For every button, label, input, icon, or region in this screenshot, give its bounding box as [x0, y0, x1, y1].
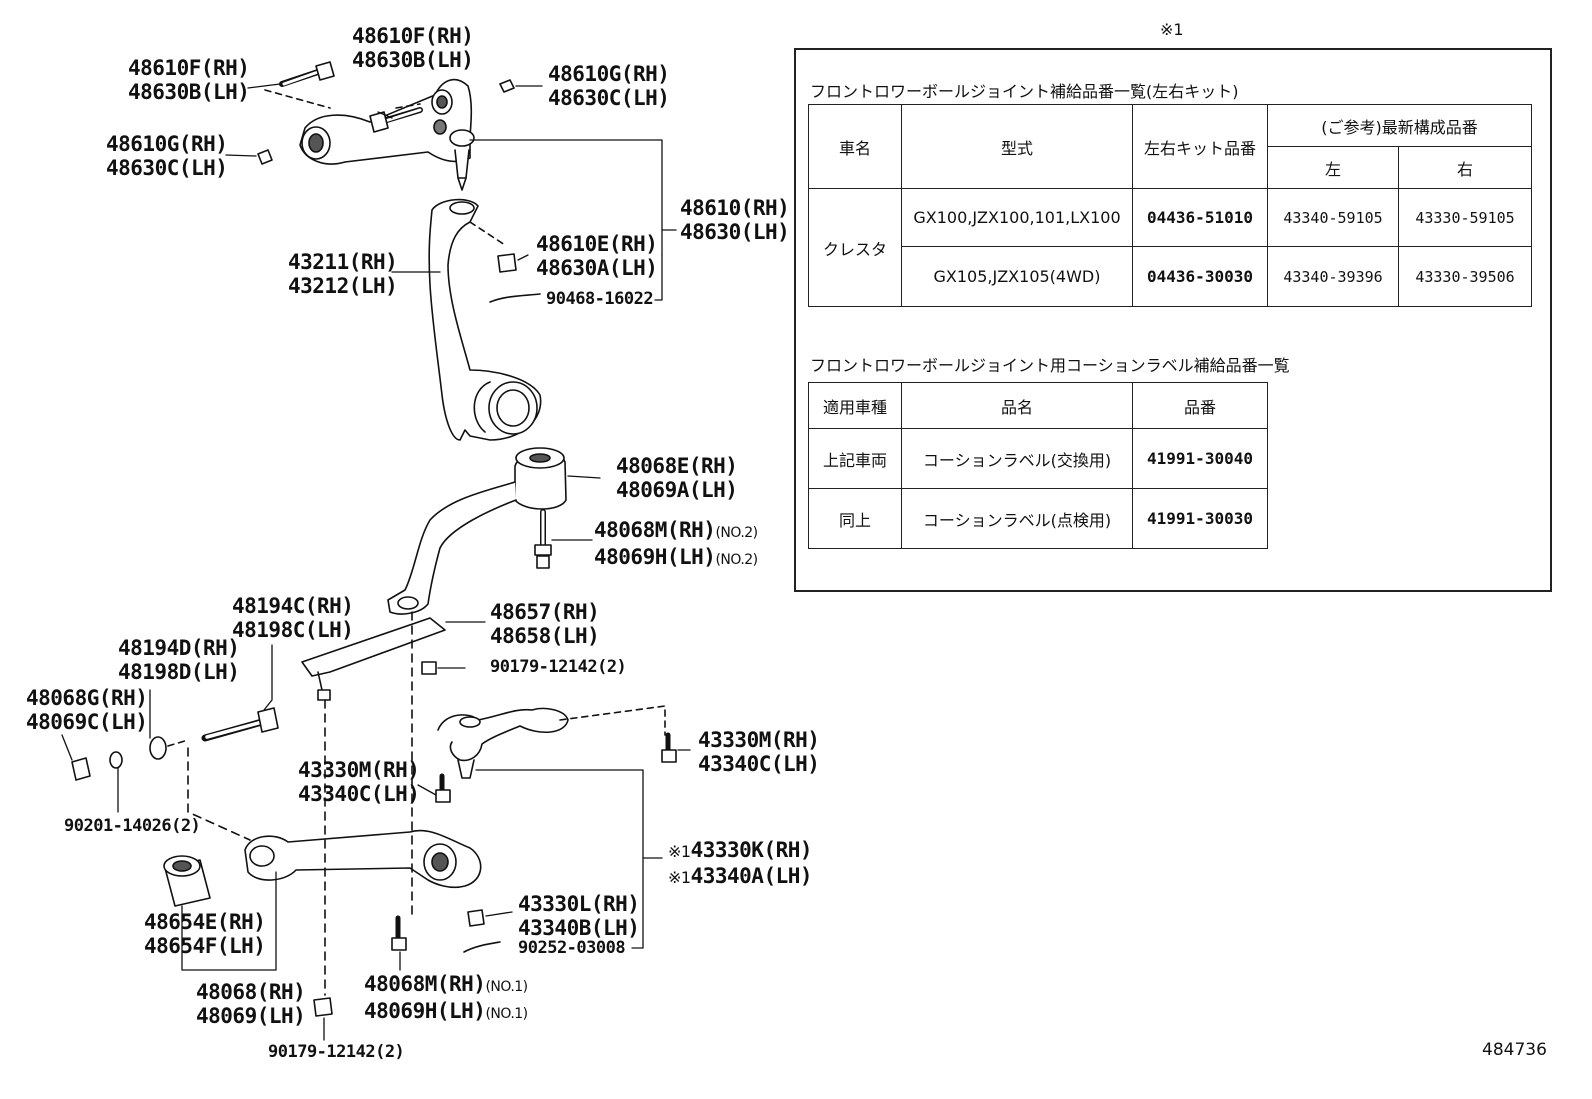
callout-adjust-cam: 48068G(RH) 48069C(LH) [26, 686, 148, 734]
bushing-washer [149, 736, 167, 760]
reference-box: フロントロワーボールジョイント補給品番一覧(左右キット) 車名 型式 左右キット… [794, 48, 1552, 592]
part-cell: 41991-30040 [1132, 428, 1268, 489]
callout-cam-washer: 90201-14026(2) [64, 816, 201, 836]
callout-upper-bolt-b: 48610F(RH) 48630B(LH) [352, 24, 474, 72]
callout-upper-arm: 48610(RH) 48630(LH) [680, 196, 790, 244]
right-part-cell: 43330-39506 [1398, 246, 1532, 307]
ball-joint-bolt-right [661, 732, 677, 763]
applicable-cell: 上記車両 [808, 428, 902, 489]
ball-joint-kit-table: 車名 型式 左右キット品番 (ご参考)最新構成品番 左 右 クレスタ GX100… [808, 104, 1532, 307]
reference-mark: ※1 [1160, 20, 1184, 39]
callout-lower-control-arm: 48068(RH) 48069(LH) [196, 980, 306, 1028]
adjust-cam [71, 751, 123, 781]
table-row: 同上 コーションラベル(点検用) 41991-30030 [808, 488, 1268, 549]
model-cell: GX105,JZX105(4WD) [901, 246, 1133, 307]
applicable-cell: 同上 [808, 488, 902, 549]
callout-lower-nut-bottom: 90179-12142(2) [268, 1042, 405, 1062]
header-right: 右 [1398, 146, 1532, 189]
bracket-drawing [301, 617, 446, 701]
right-part-cell: 43330-59105 [1398, 188, 1532, 247]
strut-rod-drawing [387, 447, 567, 615]
callout-strut-bolt: 48068M(RH)(NO.2) 48069H(LH)(NO.2) [594, 518, 758, 569]
header-kit: 左右キット品番 [1132, 104, 1268, 189]
callout-strut-rod: 48068E(RH) 48069A(LH) [616, 454, 738, 502]
model-cell: GX100,JZX100,101,LX100 [901, 188, 1133, 247]
callout-bracket: 48657(RH) 48658(LH) [490, 600, 600, 648]
cotter-pin-lower [463, 941, 501, 953]
header-model: 型式 [901, 104, 1133, 189]
lower-arm-bushing [163, 855, 211, 907]
callout-ball-joint-bolt-right: 43330M(RH) 43340C(LH) [698, 728, 820, 776]
callout-lower-ball-joint: ※143330K(RH) ※143340A(LH) [668, 838, 813, 888]
callout-lower-bushing: 48654E(RH) 48654F(LH) [144, 910, 266, 958]
lower-ball-joint-drawing [437, 707, 569, 779]
kit-cell: 04436-51010 [1132, 188, 1268, 247]
strut-bolt [534, 509, 552, 569]
vehicle-name: クレスタ [808, 188, 902, 307]
callout-long-bolt: 48194C(RH) 48198C(LH) [232, 594, 354, 642]
name-cell: コーションラベル(交換用) [901, 428, 1133, 489]
upper-arm-bolt-a [279, 61, 335, 87]
header-vehicle: 車名 [808, 104, 902, 189]
callout-upper-bolt: 48610F(RH) 48630B(LH) [128, 56, 250, 104]
table-row: GX105,JZX105(4WD) 04436-30030 43340-3939… [809, 246, 1532, 307]
callout-washer: 48194D(RH) 48198D(LH) [118, 636, 240, 684]
name-cell: コーションラベル(点検用) [901, 488, 1133, 549]
callout-ball-joint-bolt-left: 43330M(RH) 43340C(LH) [298, 758, 420, 806]
callout-upper-nut: 48610G(RH) 48630C(LH) [548, 62, 670, 110]
table2-caption: フロントロワーボールジョイント用コーションラベル補給品番一覧 [810, 356, 1290, 375]
lower-nut-bottom [313, 997, 333, 1017]
lower-arm-bolt [391, 915, 407, 951]
long-bolt [201, 707, 279, 742]
header-applicable: 適用車種 [808, 382, 902, 429]
upper-arm-nut-b [257, 149, 273, 165]
table1-caption: フロントロワーボールジョイント補給品番一覧(左右キット) [810, 82, 1239, 101]
ball-joint-bolt-left [435, 773, 451, 803]
table-row: 上記車両 コーションラベル(交換用) 41991-30040 [808, 428, 1268, 489]
lower-arm-nut [467, 909, 485, 927]
callout-lower-arm-bolt: 48068M(RH)(NO.1) 48069H(LH)(NO.1) [364, 972, 528, 1023]
callout-knuckle-nut: 48610E(RH) 48630A(LH) [536, 232, 658, 280]
left-part-cell: 43340-59105 [1267, 188, 1399, 247]
callout-bracket-nut: 90179-12142(2) [490, 657, 627, 677]
header-left: 左 [1267, 146, 1399, 189]
steering-knuckle-drawing [428, 198, 542, 441]
kit-cell: 04436-30030 [1132, 246, 1268, 307]
header-name: 品名 [901, 382, 1133, 429]
callout-steering-knuckle: 43211(RH) 43212(LH) [288, 250, 398, 298]
left-part-cell: 43340-39396 [1267, 246, 1399, 307]
header-part: 品番 [1132, 382, 1268, 429]
lower-control-arm-drawing [244, 829, 482, 889]
callout-upper-nut-left: 48610G(RH) 48630C(LH) [106, 132, 228, 180]
figure-number: 484736 [1482, 1040, 1547, 1060]
caution-label-table: 適用車種 品名 品番 上記車両 コーションラベル(交換用) 41991-3004… [808, 382, 1268, 549]
callout-cotter-pin-upper: 90468-16022 [546, 289, 654, 309]
callout-lower-nut: 43330L(RH) 43340B(LH) [518, 892, 640, 940]
part-cell: 41991-30030 [1132, 488, 1268, 549]
knuckle-nut [497, 253, 517, 273]
callout-cotter-pin-lower: 90252-03008 [518, 938, 626, 958]
bracket-nut [421, 661, 437, 675]
header-reference: (ご参考)最新構成品番 [1267, 104, 1532, 147]
cotter-pin-upper [489, 293, 541, 303]
table-row: クレスタ GX100,JZX100,101,LX100 04436-51010 … [808, 188, 1532, 307]
upper-arm-nut-a [499, 79, 515, 93]
upper-control-arm-drawing [299, 78, 475, 191]
upper-arm-bolt-b [369, 107, 423, 133]
